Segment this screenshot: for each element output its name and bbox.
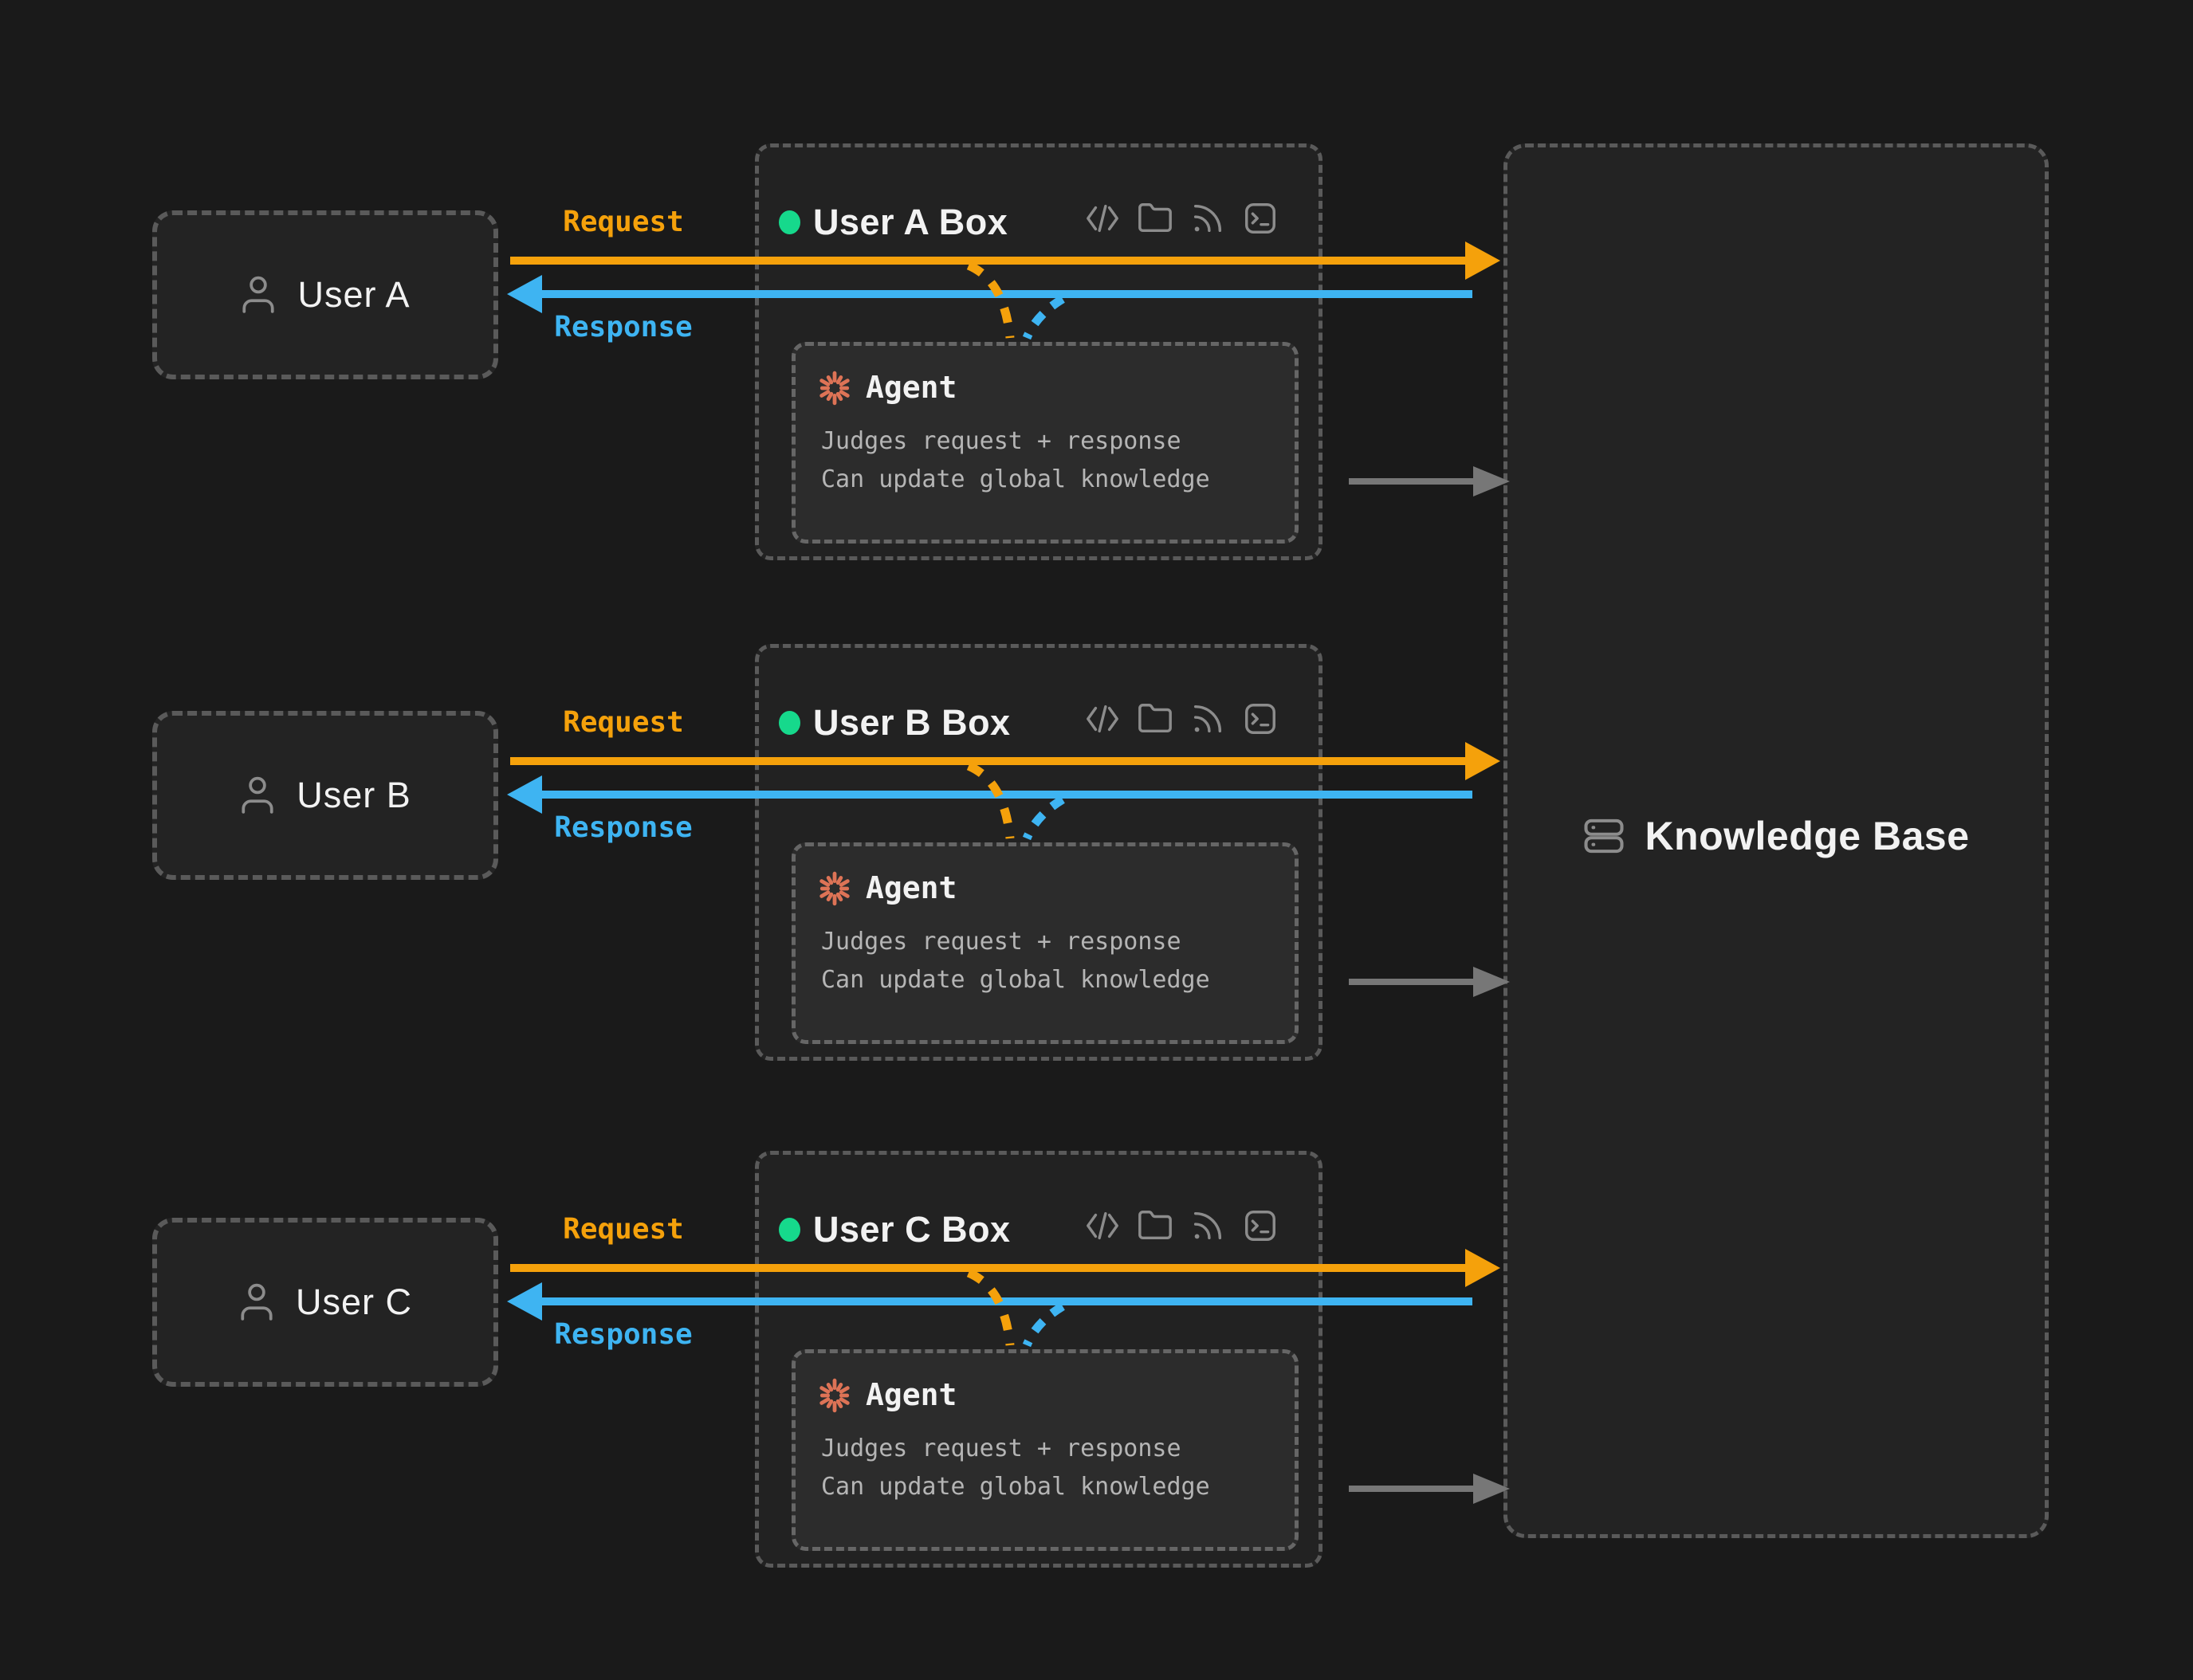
user-a-sandbox-container: User A Box [755,143,1322,560]
knowledge-base-label: Knowledge Base [1645,814,1970,858]
sandbox-title: User B Box [813,702,1011,743]
knowledge-base-box: Knowledge Base [1503,143,2049,1538]
response-label: Response [554,1318,693,1351]
person-icon [241,1283,273,1321]
starburst-icon [819,871,850,906]
folder-icon [1138,1211,1172,1240]
response-label: Response [554,811,693,844]
person-icon [242,776,273,814]
agent-box: Agent Judges request + response Can upda… [792,342,1299,544]
user-label: User B [297,775,411,815]
request-arrowhead-icon [1465,241,1500,280]
starburst-icon [819,371,850,406]
response-arrowhead-icon [507,1282,542,1321]
agent-title: Agent [866,870,957,905]
agent-description-line: Judges request + response [821,427,1181,455]
agent-title: Agent [866,1377,957,1412]
code-icon [1087,705,1118,733]
sandbox-toolbar [1084,1207,1279,1244]
folder-icon [1138,704,1172,733]
sandbox-toolbar [1084,701,1279,737]
rss-icon [1193,1211,1222,1240]
status-dot-icon [779,210,800,234]
user-b-sandbox-container: User B Box [755,644,1322,1061]
agent-description-line: Judges request + response [821,928,1181,956]
agent-box: Agent Judges request + response Can upda… [792,842,1299,1044]
agent-description-line: Can update global knowledge [821,1473,1210,1501]
response-arrowhead-icon [507,275,542,313]
terminal-icon [1245,1211,1275,1241]
response-arrowhead-icon [507,775,542,814]
code-icon [1087,1211,1118,1240]
user-c-box: User C [152,1218,498,1387]
code-icon [1087,204,1118,233]
agent-title: Agent [866,370,957,405]
agent-description-line: Can update global knowledge [821,966,1210,994]
request-label: Request [563,206,684,238]
folder-icon [1138,203,1172,233]
request-arrowhead-icon [1465,742,1500,780]
agent-description-line: Can update global knowledge [821,465,1210,493]
server-icon [1584,818,1624,854]
request-label: Request [563,1213,684,1246]
rss-icon [1193,204,1222,233]
agent-box: Agent Judges request + response Can upda… [792,1349,1299,1551]
agent-description-line: Judges request + response [821,1435,1181,1462]
knowledge-base-content: Knowledge Base [1507,813,2045,859]
user-c-sandbox-container: User C Box [755,1151,1322,1568]
user-label: User C [295,1282,412,1322]
user-label: User A [297,274,411,315]
request-label: Request [563,706,684,739]
sandbox-title: User A Box [813,202,1008,242]
person-icon [242,276,275,313]
user-b-box: User B [152,711,498,880]
status-dot-icon [779,711,800,735]
sandbox-toolbar [1084,200,1279,237]
response-label: Response [554,311,693,343]
starburst-icon [819,1378,850,1413]
rss-icon [1193,705,1222,733]
sandbox-title: User C Box [813,1209,1011,1250]
terminal-icon [1245,203,1275,234]
request-arrowhead-icon [1465,1249,1500,1287]
terminal-icon [1245,704,1275,734]
status-dot-icon [779,1218,800,1242]
user-a-box: User A [152,210,498,379]
